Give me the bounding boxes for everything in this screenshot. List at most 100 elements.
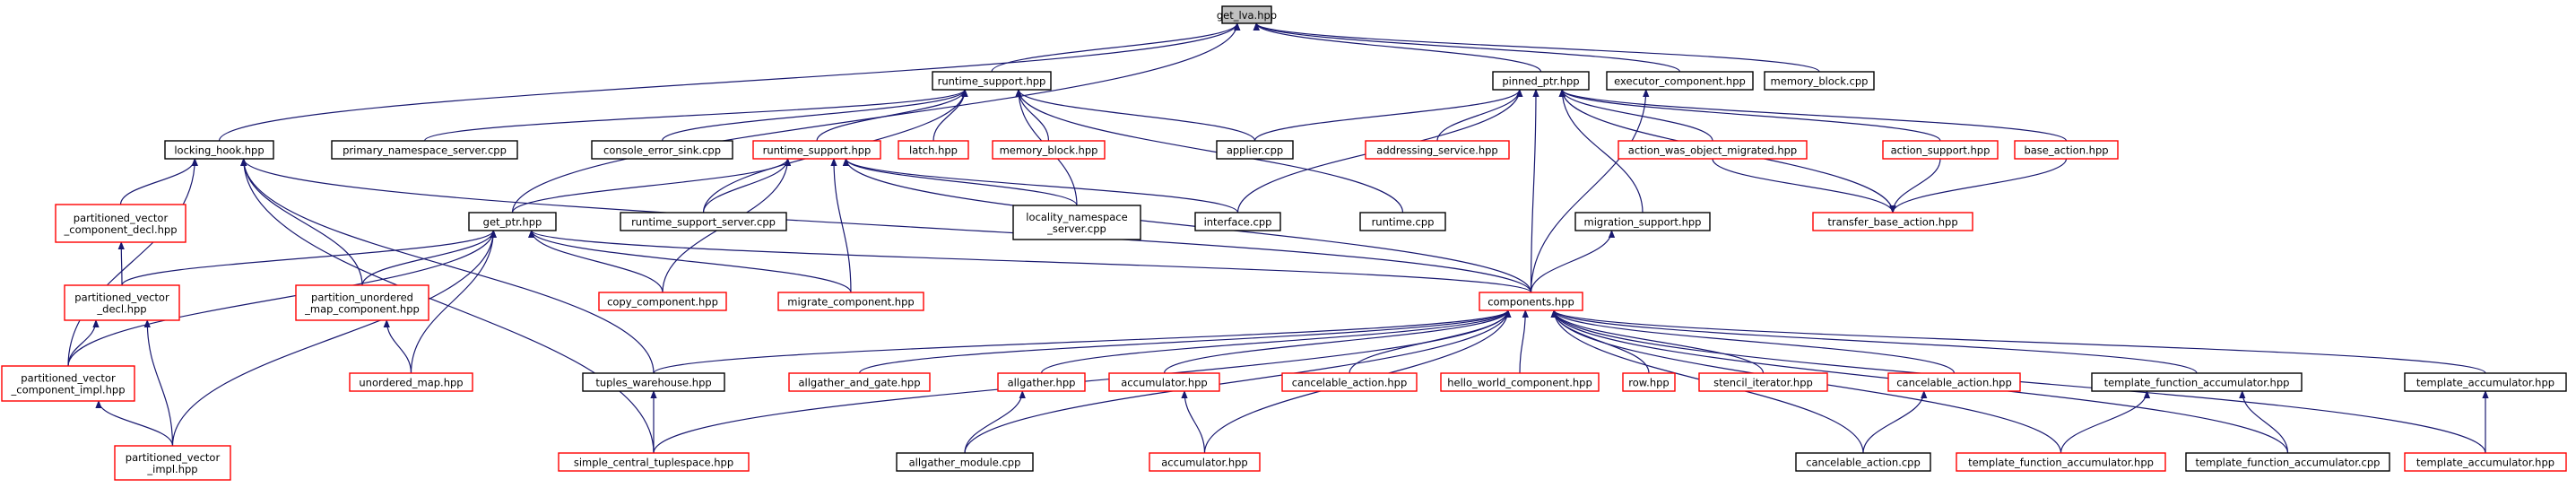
node-tuples-warehouse[interactable]: tuples_warehouse.hpp [582, 372, 725, 392]
edge-primary-ns-server-to-rt-support-1 [423, 89, 966, 142]
node-allgather-and-gate[interactable]: allgather_and_gate.hpp [788, 372, 931, 392]
node-transfer-base-action[interactable]: transfer_base_action.hpp [1812, 212, 1973, 231]
edge-pv-impl-to-pv-decl [147, 320, 174, 447]
node-tfa-hpp-2[interactable]: template_function_accumulator.hpp [1956, 452, 2166, 472]
node-migrate-component[interactable]: migrate_component.hpp [777, 292, 924, 311]
node-cancelable-action-2[interactable]: cancelable_action.hpp [1887, 372, 2021, 392]
node-locking-hook[interactable]: locking_hook.hpp [164, 140, 274, 160]
node-box [1956, 452, 2166, 472]
node-runtime-cpp[interactable]: runtime.cpp [1359, 212, 1446, 231]
node-label: components.hpp [1487, 296, 1574, 309]
edge-components-to-locking-hook [244, 158, 1532, 293]
edge-action-was-migrated-to-transfer-base-action [1712, 158, 1893, 214]
edge-latch-to-rt-support-1 [932, 89, 965, 142]
node-label: get_ptr.hpp [483, 216, 542, 229]
node-rt-support-1[interactable]: runtime_support.hpp [932, 71, 1052, 91]
node-rt-support-server[interactable]: runtime_support_server.cpp [620, 212, 787, 231]
node-label: template_function_accumulator.cpp [2196, 457, 2381, 469]
edge-rt-support-server-to-rt-support-2 [702, 158, 788, 214]
edge-pv-component-impl-to-locking-hook [67, 159, 195, 367]
node-label: cancelable_action.cpp [1806, 457, 1921, 469]
node-accumulator-1[interactable]: accumulator.hpp [1108, 372, 1220, 392]
node-get-ptr[interactable]: get_ptr.hpp [468, 212, 557, 231]
node-pv-component-impl[interactable]: partitioned_vector_component_impl.hpp [1, 365, 135, 402]
edge-hello-world-to-components [1519, 310, 1525, 374]
node-simple-central-tuplespace[interactable]: simple_central_tuplespace.hpp [558, 452, 750, 472]
edge-unordered-map-to-partition-unordered [386, 320, 412, 374]
node-label: allgather_and_gate.hpp [799, 377, 921, 389]
edge-allgather-to-components [1040, 309, 1508, 374]
node-action-was-migrated[interactable]: action_was_object_migrated.hpp [1618, 140, 1808, 160]
node-primary-ns-server[interactable]: primary_namespace_server.cpp [331, 140, 518, 160]
edge-allgather-and-gate-to-components [858, 309, 1508, 374]
node-box [997, 372, 1086, 392]
node-box [1194, 212, 1281, 231]
node-memory-block-hpp[interactable]: memory_block.hpp [992, 140, 1106, 160]
node-label: interface.cpp [1204, 216, 1272, 229]
node-row[interactable]: row.hpp [1622, 372, 1676, 392]
node-box [1698, 372, 1828, 392]
node-addressing-service[interactable]: addressing_service.hpp [1365, 140, 1510, 160]
node-box [1440, 372, 1600, 392]
node-executor-component[interactable]: executor_component.hpp [1606, 71, 1754, 91]
node-hello-world[interactable]: hello_world_component.hpp [1440, 372, 1600, 392]
node-get-lva[interactable]: get_lva.hpp [1217, 5, 1277, 24]
node-label: get_lva.hpp [1217, 9, 1277, 22]
edge-pv-component-decl-to-locking-hook [119, 158, 195, 205]
node-box [55, 204, 186, 243]
node-box [1359, 212, 1446, 231]
edge-action-was-migrated-to-pinned-ptr [1562, 89, 1713, 142]
node-pinned-ptr[interactable]: pinned_ptr.hpp [1492, 71, 1590, 91]
node-pv-impl[interactable]: partitioned_vector_impl.hpp [114, 445, 231, 481]
node-tfa-cpp[interactable]: template_function_accumulator.cpp [2185, 452, 2390, 472]
node-components[interactable]: components.hpp [1479, 292, 1583, 311]
node-base-action[interactable]: base_action.hpp [2014, 140, 2119, 160]
node-locality-ns-server[interactable]: locality_namespace_server.cpp [1012, 205, 1141, 240]
node-box [992, 140, 1106, 160]
node-migration-support[interactable]: migration_support.hpp [1574, 212, 1711, 231]
node-allgather-module[interactable]: allgather_module.cpp [896, 452, 1034, 472]
edge-allgather-module-to-allgather [964, 390, 1022, 454]
node-label: console_error_sink.cpp [603, 144, 721, 157]
node-box [1221, 5, 1272, 24]
node-copy-component[interactable]: copy_component.hpp [598, 292, 727, 311]
node-label: migration_support.hpp [1584, 216, 1702, 229]
node-box [1479, 292, 1583, 311]
node-template-accumulator-1[interactable]: template_accumulator.hpp [2404, 372, 2567, 392]
node-box [1887, 372, 2021, 392]
node-action-support[interactable]: action_support.hpp [1882, 140, 1999, 160]
node-box [2014, 140, 2119, 160]
node-pv-decl[interactable]: partitioned_vector_decl.hpp [64, 284, 180, 321]
node-partition-unordered[interactable]: partition_unordered_map_component.hpp [295, 284, 429, 321]
edge-locality-ns-server-to-rt-support-2 [846, 158, 1078, 206]
node-allgather[interactable]: allgather.hpp [997, 372, 1086, 392]
node-label: executor_component.hpp [1614, 75, 1746, 88]
node-rt-support-2[interactable]: runtime_support.hpp [752, 140, 881, 160]
edge-allgather-module-to-components [964, 310, 1508, 454]
node-box [1365, 140, 1510, 160]
node-memory-block-cpp[interactable]: memory_block.cpp [1764, 71, 1875, 91]
node-label: _server.cpp [1046, 222, 1106, 235]
edge-tfa-hpp-2-to-tfa-hpp-1 [2060, 390, 2147, 454]
node-cancelable-action-cpp[interactable]: cancelable_action.cpp [1795, 452, 1931, 472]
node-label: stencil_iterator.hpp [1713, 377, 1813, 389]
node-applier[interactable]: applier.cpp [1216, 140, 1294, 160]
edge-pv-impl-to-get-ptr [171, 231, 494, 447]
node-box [1216, 140, 1294, 160]
node-unordered-map[interactable]: unordered_map.hpp [349, 372, 473, 392]
node-box [2404, 372, 2567, 392]
node-interface[interactable]: interface.cpp [1194, 212, 1281, 231]
edge-tfa-cpp-to-tfa-hpp-1 [2242, 391, 2289, 454]
node-box [468, 212, 557, 231]
edge-memory-block-hpp-to-rt-support-1 [1019, 90, 1050, 142]
node-label: addressing_service.hpp [1376, 144, 1497, 157]
node-pv-component-decl[interactable]: partitioned_vector_component_decl.hpp [55, 204, 186, 243]
node-tfa-hpp-1[interactable]: template_function_accumulator.hpp [2091, 372, 2303, 392]
node-stencil-iterator[interactable]: stencil_iterator.hpp [1698, 372, 1828, 392]
node-template-accumulator-2[interactable]: template_accumulator.hpp [2404, 452, 2567, 472]
node-console-error-sink[interactable]: console_error_sink.cpp [591, 140, 733, 160]
node-accumulator-2[interactable]: accumulator.hpp [1149, 452, 1261, 472]
node-latch[interactable]: latch.hpp [898, 140, 969, 160]
node-cancelable-action-1[interactable]: cancelable_action.hpp [1281, 372, 1418, 392]
node-label: action_was_object_migrated.hpp [1628, 144, 1797, 157]
